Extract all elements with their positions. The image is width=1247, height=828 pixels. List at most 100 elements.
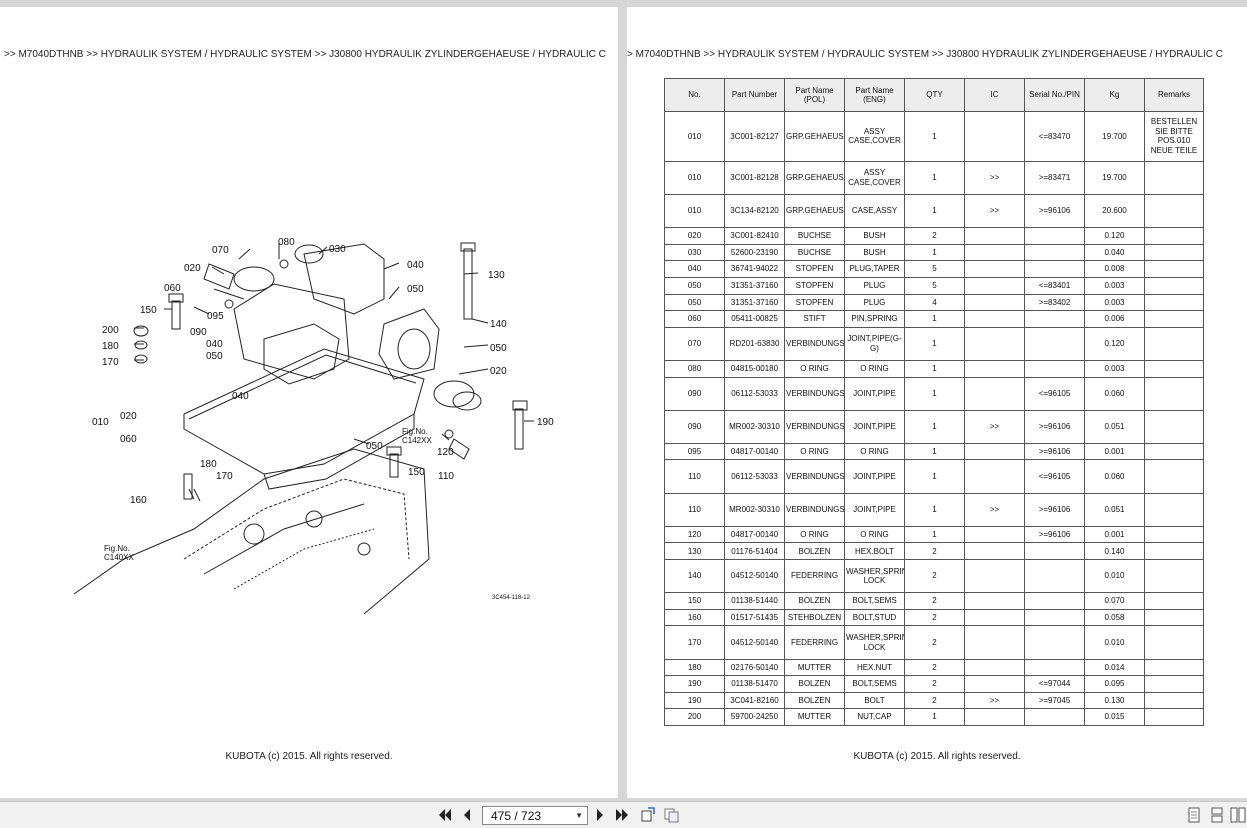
cell-remarks [1144,376,1204,411]
cell-part-name-eng: JOINT,PIPE [844,492,905,527]
cell-remarks [1144,658,1204,677]
cell-no: 050 [664,293,725,312]
cell-part-number: 05411-00825 [724,310,785,328]
cell-serial [1024,359,1085,378]
cell-no: 170 [664,625,725,660]
cell-kg: 0.003 [1084,293,1145,312]
callout-070: 070 [212,245,229,256]
single-page-view-icon[interactable] [1186,807,1202,823]
callout-050b: 050 [206,351,223,362]
cell-qty: 1 [904,525,965,544]
cell-remarks [1144,276,1204,295]
cell-part-name-pol: VERBINDUNGSSTUECK [784,409,845,444]
cell-serial [1024,227,1085,245]
parts-table: No. Part Number Part Name (POL) Part Nam… [664,78,1204,726]
rotate-page-icon[interactable] [640,807,656,823]
cell-ic [964,293,1025,312]
cell-serial [1024,326,1085,361]
cell-qty: 1 [904,160,965,195]
cell-serial [1024,243,1085,262]
cell-part-number: 59700-24250 [724,708,785,726]
cell-part-name-pol: STIFT [784,310,845,328]
cell-part-number: 06112-53033 [724,376,785,411]
callout-180b: 180 [200,459,217,470]
parts-table-wrapper: No. Part Number Part Name (POL) Part Nam… [664,78,1204,726]
cell-part-name-pol: GRP.GEHAEUSE [784,193,845,229]
cell-no: 030 [664,243,725,262]
cell-kg: 0.120 [1084,227,1145,245]
breadcrumb: > M7040DTHNB >> HYDRAULIK SYSTEM / HYDRA… [627,49,1224,60]
cell-no: 060 [664,310,725,328]
last-page-icon[interactable] [614,807,630,823]
cell-ic [964,276,1025,295]
cell-no: 090 [664,409,725,444]
cell-kg: 19.700 [1084,111,1145,162]
cell-kg: 0.095 [1084,675,1145,693]
cell-part-name-pol: VERBINDUNGSSTUECK [784,459,845,494]
cell-part-name-pol: BOLZEN [784,542,845,561]
cell-serial: >=83402 [1024,293,1085,312]
callout-095: 095 [207,311,224,322]
cell-ic [964,326,1025,361]
cell-ic [964,243,1025,262]
continuous-view-icon[interactable] [1209,807,1225,823]
header-no: No. [664,78,725,112]
callout-150b: 150 [408,467,425,478]
cell-qty: 1 [904,492,965,527]
cell-part-name-pol: BOLZEN [784,592,845,610]
cell-remarks: BESTELLEN SIE BITTE POS.010 NEUE TEILE [1144,111,1204,162]
cell-serial [1024,260,1085,278]
callout-200: 200 [102,325,119,336]
cell-ic [964,442,1025,461]
copyright-footer: KUBOTA (c) 2015. All rights reserved. [225,751,393,762]
next-page-icon[interactable] [592,807,608,823]
cell-part-name-pol: BUCHSE [784,243,845,262]
cell-no: 095 [664,442,725,461]
cell-part-name-eng: O RING [844,525,905,544]
cell-part-name-pol: STOPFEN [784,293,845,312]
page-thumbnail-icon[interactable] [664,807,680,823]
cell-ic: >> [964,691,1025,710]
cell-part-number: 52600-23190 [724,243,785,262]
cell-ic [964,658,1025,677]
cell-ic [964,608,1025,627]
cell-kg: 0.008 [1084,260,1145,278]
cell-qty: 2 [904,691,965,710]
header-ic: IC [964,78,1025,112]
cell-remarks [1144,625,1204,660]
cell-qty: 4 [904,293,965,312]
cell-remarks [1144,260,1204,278]
cell-part-name-eng: WASHER,SPRING LOCK [844,559,905,594]
first-page-icon[interactable] [437,807,453,823]
cell-part-number: 01517-51435 [724,608,785,627]
cell-part-name-pol: GRP.GEHAEUSE [784,111,845,162]
cell-ic [964,260,1025,278]
two-page-view-icon[interactable] [1230,807,1246,823]
cell-qty: 2 [904,608,965,627]
cell-qty: 1 [904,111,965,162]
cell-part-number: 3C041-82160 [724,691,785,710]
cell-serial: >=97045 [1024,691,1085,710]
cell-part-name-eng: ASSY CASE,COVER [844,111,905,162]
cell-remarks [1144,359,1204,378]
callout-090: 090 [190,327,207,338]
prev-page-icon[interactable] [459,807,475,823]
cell-serial: >=96106 [1024,193,1085,229]
page-selector[interactable]: 475 / 723 ▼ [482,806,588,825]
cell-part-name-pol: MUTTER [784,658,845,677]
cell-kg: 0.010 [1084,559,1145,594]
cell-kg: 0.003 [1084,359,1145,378]
viewer-toolbar: 475 / 723 ▼ [0,801,1247,828]
cell-part-name-eng: O RING [844,359,905,378]
cell-part-name-eng: O RING [844,442,905,461]
cell-kg: 20.600 [1084,193,1145,229]
cell-qty: 2 [904,658,965,677]
cell-kg: 0.051 [1084,409,1145,444]
cell-part-number: 01176-51404 [724,542,785,561]
cell-part-name-pol: VERBINDUNGSSTUECK [784,376,845,411]
cell-no: 040 [664,260,725,278]
cell-part-number: 04512-50140 [724,625,785,660]
